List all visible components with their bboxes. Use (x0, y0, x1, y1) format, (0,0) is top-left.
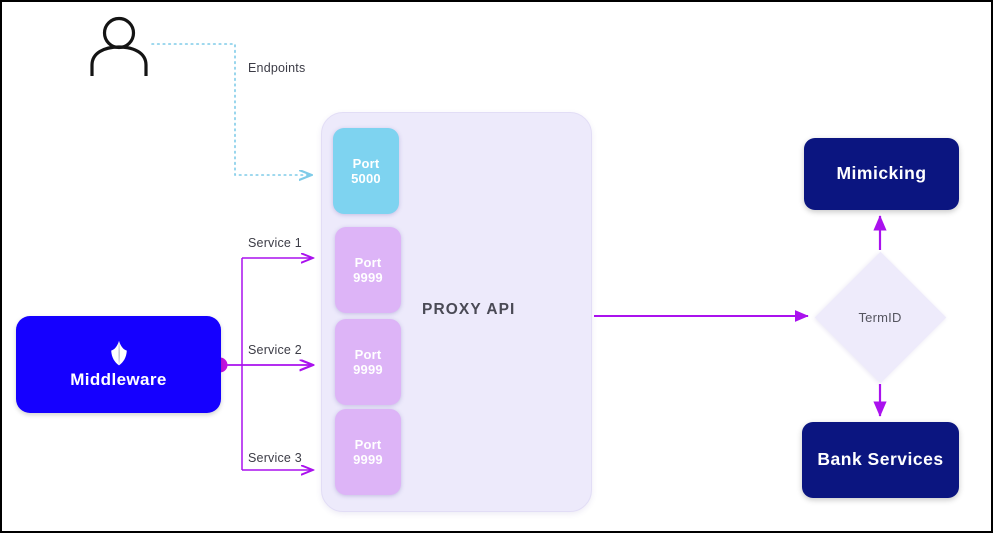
port-label-line1: Port (354, 346, 382, 362)
port-box-5000[interactable]: Port 5000 (333, 128, 399, 214)
port-label-line2: 9999 (353, 452, 383, 467)
port-label-line1: Port (354, 254, 382, 270)
leaf-icon (108, 340, 130, 366)
service-1-label: Service 1 (248, 236, 302, 250)
bank-services-node[interactable]: Bank Services (802, 422, 959, 498)
service-3-label: Service 3 (248, 451, 302, 465)
mimicking-node[interactable]: Mimicking (804, 138, 959, 210)
port-label-line2: 9999 (353, 362, 383, 377)
port-label-line1: Port (352, 155, 380, 171)
port-box-9999-1[interactable]: Port 9999 (335, 227, 401, 313)
termid-label: TermID (858, 309, 902, 325)
termid-decision-node[interactable]: TermID (814, 251, 946, 383)
port-label-line2: 9999 (353, 270, 383, 285)
port-label-line1: Port (354, 436, 382, 452)
middleware-node[interactable]: Middleware (16, 316, 221, 413)
proxy-api-title: PROXY API (422, 301, 516, 318)
port-label-line2: 5000 (351, 171, 381, 186)
service-2-label: Service 2 (248, 343, 302, 357)
person-icon (86, 14, 152, 78)
endpoints-label: Endpoints (248, 61, 306, 75)
middleware-label: Middleware (70, 369, 167, 389)
port-box-9999-2[interactable]: Port 9999 (335, 319, 401, 405)
port-box-9999-3[interactable]: Port 9999 (335, 409, 401, 495)
